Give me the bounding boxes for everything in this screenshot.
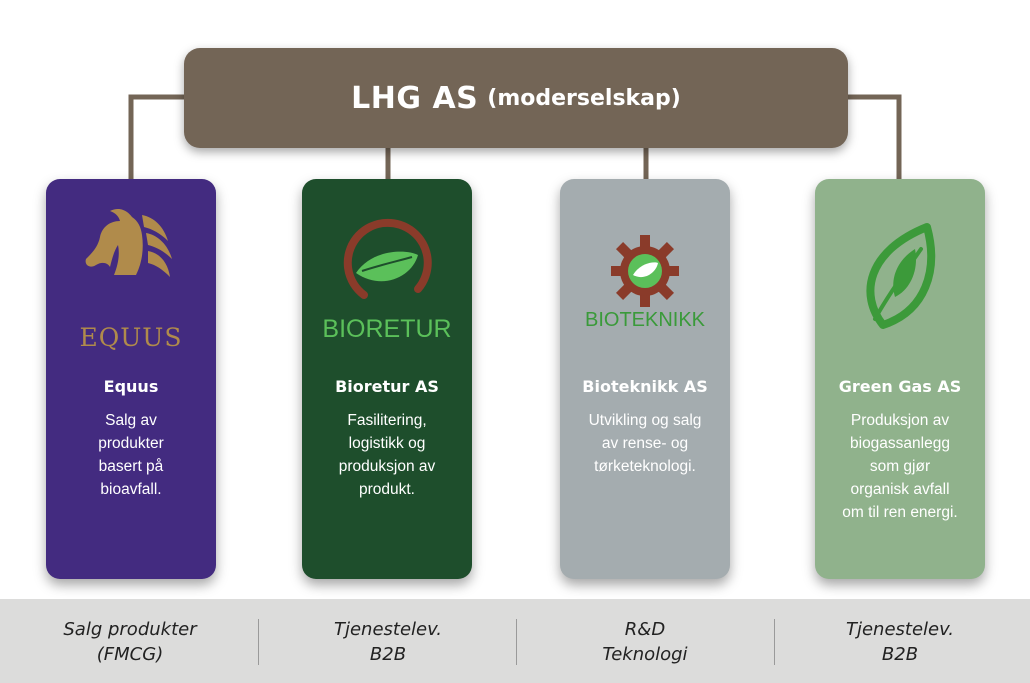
company-card-bioteknikk: BIOTEKNIKK Bioteknikk AS Utvikling og sa… [560, 179, 730, 579]
company-name-equus: Equus [103, 377, 159, 396]
company-name-bioretur: Bioretur AS [335, 377, 439, 396]
connector-equus [128, 94, 188, 182]
company-card-equus: EQUUS Equus Salg av produkter basert på … [46, 179, 216, 579]
category-bioteknikk: R&D Teknologi [602, 619, 688, 665]
parent-company-name: LHG AS [351, 80, 479, 116]
parent-company-box: LHG AS (moderselskap) [184, 48, 848, 148]
connector-green-gas [845, 94, 902, 182]
company-card-green-gas: Green Gas AS Produksjon av biogassanlegg… [815, 179, 985, 579]
category-bioretur: Tjenestelev. B2B [333, 619, 443, 665]
category-divider [774, 619, 775, 665]
company-name-bioteknikk: Bioteknikk AS [582, 377, 708, 396]
bioretur-logo-text: BIORETUR [322, 315, 451, 343]
bioteknikk-gear-logo-icon: BIOTEKNIKK [585, 235, 706, 331]
category-green-gas: Tjenestelev. B2B [845, 619, 955, 665]
green-gas-leaf-logo-icon [866, 223, 936, 329]
bioteknikk-logo-text: BIOTEKNIKK [585, 309, 706, 331]
company-description-green-gas: Produksjon av biogassanlegg som gjør org… [842, 412, 958, 521]
category-divider [516, 619, 517, 665]
company-description-equus: Salg av produkter basert på bioavfall. [98, 412, 164, 498]
category-band: Salg produkter (FMCG) Tjenestelev. B2B R… [0, 599, 1030, 683]
equus-horse-logo-icon: EQUUS [79, 209, 182, 352]
company-description-bioretur: Fasilitering, logistikk og produksjon av… [338, 412, 436, 498]
parent-company-qualifier: (moderselskap) [487, 85, 681, 111]
company-description-bioteknikk: Utvikling og salg av rense- og tørketekn… [588, 412, 702, 475]
company-card-bioretur: BIORETUR Bioretur AS Fasilitering, logis… [302, 179, 472, 579]
equus-logo-text: EQUUS [79, 323, 182, 352]
category-divider [258, 619, 259, 665]
bioretur-leaf-logo-icon: BIORETUR [322, 218, 452, 343]
category-equus: Salg produkter (FMCG) [63, 619, 197, 665]
company-name-green-gas: Green Gas AS [838, 377, 962, 396]
